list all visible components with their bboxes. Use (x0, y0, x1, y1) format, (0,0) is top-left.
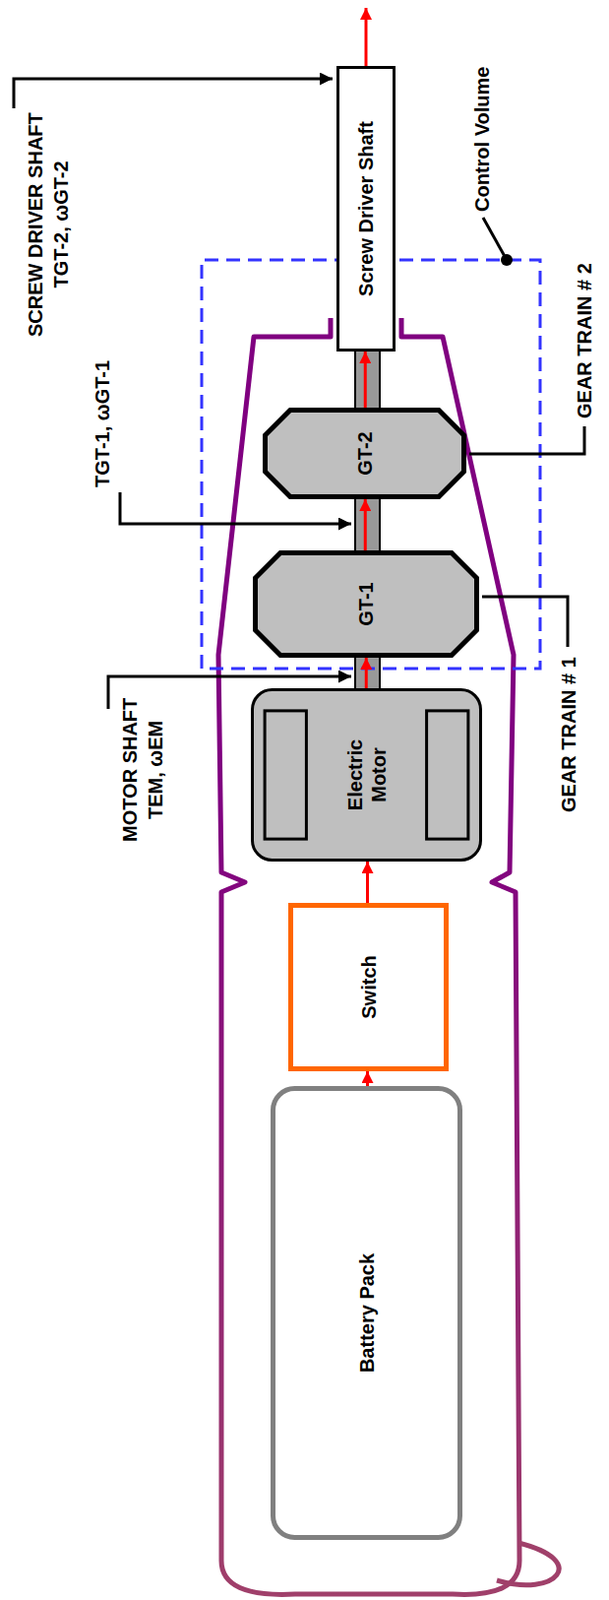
part-label: TGT-2, ωGT-2 (49, 160, 73, 288)
node-text-group: GT-1 (354, 581, 378, 625)
leader-line (469, 426, 585, 454)
gear-train-octagon (265, 410, 465, 497)
switch-box: Switch (288, 902, 449, 1071)
part-label: MOTOR SHAFT (118, 697, 142, 842)
power-flow-arrow (365, 860, 369, 903)
part-label: GEAR TRAIN # 1 (556, 656, 581, 812)
node-label: Screw Driver Shaft (354, 121, 378, 297)
node-text-group: Switch (357, 954, 381, 1018)
shaft-segment (355, 347, 380, 412)
gear-train-box: GT-1 (252, 549, 480, 658)
leader-line (13, 78, 333, 109)
output-arrow (365, 7, 368, 66)
part-label: GEAR TRAIN # 2 (572, 262, 597, 419)
gear-train-octagon (255, 552, 478, 656)
node-text-group: Screw Driver Shaft (354, 121, 378, 297)
leader-line (482, 596, 568, 647)
node-text-group: GT-2 (353, 430, 377, 475)
power-flow-arrow (365, 1070, 369, 1086)
power-flow-arrow (365, 657, 368, 688)
housing-loop (496, 1541, 559, 1584)
leader-line (483, 217, 507, 260)
shaft-segment (355, 494, 380, 554)
node-label: Switch (357, 954, 381, 1018)
motor-housing (252, 689, 482, 860)
node-label: Electric Motor (343, 725, 391, 824)
node-outline (250, 687, 483, 861)
node-label: GT-1 (354, 581, 378, 625)
gear-train-box: GT-2 (262, 407, 467, 499)
part-label: TEM, ωEM (143, 720, 168, 819)
box-outline (291, 905, 447, 1069)
motor-magnet (426, 710, 469, 839)
battery-box: Battery Pack (270, 1085, 463, 1539)
box-outline (338, 67, 395, 351)
part-label: Control Volume (470, 66, 494, 212)
node-label: GT-2 (353, 430, 377, 475)
power-flow-arrow (364, 351, 367, 408)
power-flow-arrow (364, 498, 367, 550)
node-text-group: Battery Pack (355, 1252, 379, 1372)
motor-magnet (264, 710, 306, 839)
shaft-box: Screw Driver Shaft (336, 65, 396, 352)
node-text-group: Electric Motor (343, 725, 391, 824)
shaft-segment (355, 653, 380, 692)
battery-outline (273, 1088, 461, 1537)
housing-outline (218, 317, 520, 1593)
part-label: SCREW DRIVER SHAFT (23, 112, 48, 337)
node-label: Battery Pack (355, 1252, 379, 1372)
part-label: TGT-1, ωGT-1 (90, 360, 115, 488)
motor-box: Electric Motor (250, 687, 483, 861)
